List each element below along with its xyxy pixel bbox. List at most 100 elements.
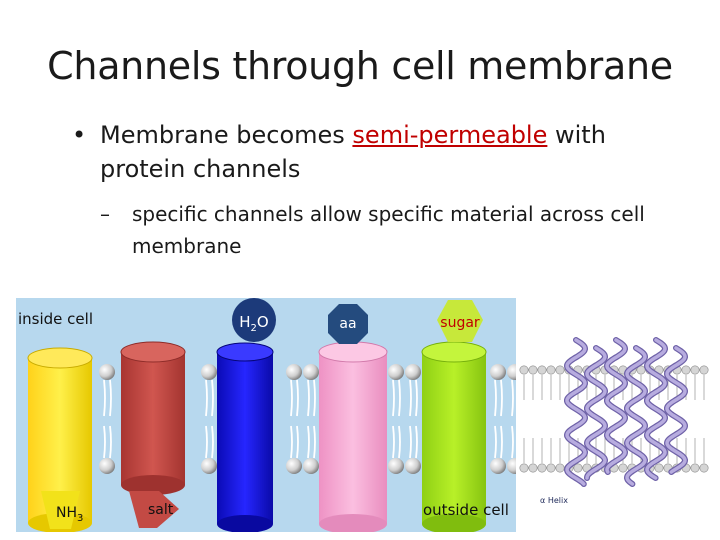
lipid-head	[303, 364, 319, 380]
lipid-tail	[313, 379, 316, 417]
alpha-helix	[665, 346, 687, 474]
inset-lipid-head	[690, 365, 700, 375]
sugar-molecule: sugar	[437, 300, 483, 342]
inset-lipid-head	[555, 463, 565, 473]
channel-red	[120, 341, 186, 495]
inset-lipid-head	[690, 463, 700, 473]
lipid-tail	[313, 425, 316, 459]
inset-lipid-head	[699, 463, 709, 473]
membrane-channel-diagram: inside cell outside cell H2O aa sugar NH…	[16, 298, 516, 532]
lipid-tail	[398, 425, 401, 459]
inset-lipid-head	[555, 365, 565, 375]
lipid-head	[201, 364, 217, 380]
bullet-point: • Membrane becomes semi-permeable with p…	[72, 118, 672, 186]
inset-lipid-head	[519, 365, 529, 375]
inset-lipid-head	[699, 365, 709, 375]
bullet-text-end: with protein channels	[100, 121, 606, 183]
lipid-head	[490, 364, 506, 380]
lipid-tail	[500, 425, 503, 459]
ammonia-label: NH3	[56, 505, 83, 524]
inset-lipid-head	[537, 463, 547, 473]
sub-bullet-marker: –	[100, 202, 110, 226]
salt-molecule: salt	[129, 491, 179, 528]
channel-yellow	[27, 347, 93, 532]
bullet-text: Membrane becomes semi-permeable with pro…	[72, 118, 672, 186]
water-molecule: H2O	[232, 298, 276, 342]
ammonia-molecule: NH3	[41, 491, 83, 529]
alpha-helix	[625, 346, 647, 486]
alpha-helix	[645, 338, 667, 480]
lipid-tail	[109, 425, 112, 459]
lipid-tail	[307, 379, 310, 417]
bullet-text-start: Membrane becomes	[100, 121, 353, 149]
lipid-head	[507, 458, 516, 474]
alpha-helix-protein-illustration: α Helix	[518, 312, 710, 512]
outside-cell-label: outside cell	[423, 501, 509, 519]
lipid-head	[99, 364, 115, 380]
lipid-tail	[205, 425, 208, 459]
alpha-helix	[565, 338, 587, 486]
inside-cell-label: inside cell	[18, 310, 93, 328]
lipid-tail	[392, 379, 395, 417]
lipid-tail	[307, 425, 310, 459]
lipid-tail	[494, 425, 497, 459]
lipid-head	[490, 458, 506, 474]
lipid-head	[507, 364, 516, 380]
lipid-head	[405, 364, 421, 380]
inset-lipid-head	[546, 365, 556, 375]
bullet-marker: •	[72, 121, 87, 149]
lipid-head	[405, 458, 421, 474]
sugar-label: sugar	[440, 315, 480, 331]
alpha-helix	[605, 338, 627, 474]
inset-lipid-head	[519, 463, 529, 473]
channel-pink	[318, 341, 388, 532]
inset-lipid-head	[546, 463, 556, 473]
lipid-tail	[296, 425, 299, 459]
lipid-tail	[392, 425, 395, 459]
inset-lipid-head	[528, 463, 538, 473]
lipid-head	[99, 458, 115, 474]
lipid-tail	[109, 379, 112, 417]
inset-lipid-head	[528, 365, 538, 375]
sub-bullet-text: specific channels allow specific materia…	[132, 202, 645, 258]
semi-permeable-highlight: semi-permeable	[352, 121, 548, 149]
lipid-tail	[211, 425, 214, 459]
water-label: H2O	[239, 313, 268, 334]
lipid-head	[303, 458, 319, 474]
alpha-helix-caption: α Helix	[540, 496, 568, 505]
inset-lipid-head	[654, 463, 664, 473]
aa-label: aa	[339, 316, 356, 332]
lipid-head	[388, 458, 404, 474]
inset-lipid-head	[573, 463, 583, 473]
lipid-head	[286, 364, 302, 380]
lipid-tail	[409, 379, 412, 417]
alpha-helix	[585, 346, 607, 480]
lipid-tail	[290, 425, 293, 459]
lipid-tail	[415, 379, 418, 417]
lipid-tail	[205, 379, 208, 417]
lipid-tail	[511, 379, 514, 417]
inset-lipid-head	[618, 463, 628, 473]
lipid-tail	[494, 379, 497, 417]
lipid-tail	[398, 379, 401, 417]
salt-label: salt	[148, 502, 174, 518]
lipid-tail	[103, 425, 106, 459]
sub-bullet-point: – specific channels allow specific mater…	[100, 198, 690, 262]
lipid-tail	[500, 379, 503, 417]
lipid-tail	[103, 379, 106, 417]
channel-blue	[216, 342, 274, 532]
lipid-tail	[415, 425, 418, 459]
lipid-head	[201, 458, 217, 474]
inset-lipid-head	[681, 365, 691, 375]
lipid-tail	[290, 379, 293, 417]
lipid-tail	[409, 425, 412, 459]
alpha-helix-coils	[563, 337, 689, 487]
lipid-bilayer	[99, 364, 516, 474]
lipid-head	[388, 364, 404, 380]
lipid-tail	[296, 379, 299, 417]
inset-lipid-head	[636, 365, 646, 375]
channel-green	[421, 341, 487, 532]
lipid-head	[286, 458, 302, 474]
lipid-tail	[511, 425, 514, 459]
amino-acid-molecule: aa	[328, 304, 368, 344]
